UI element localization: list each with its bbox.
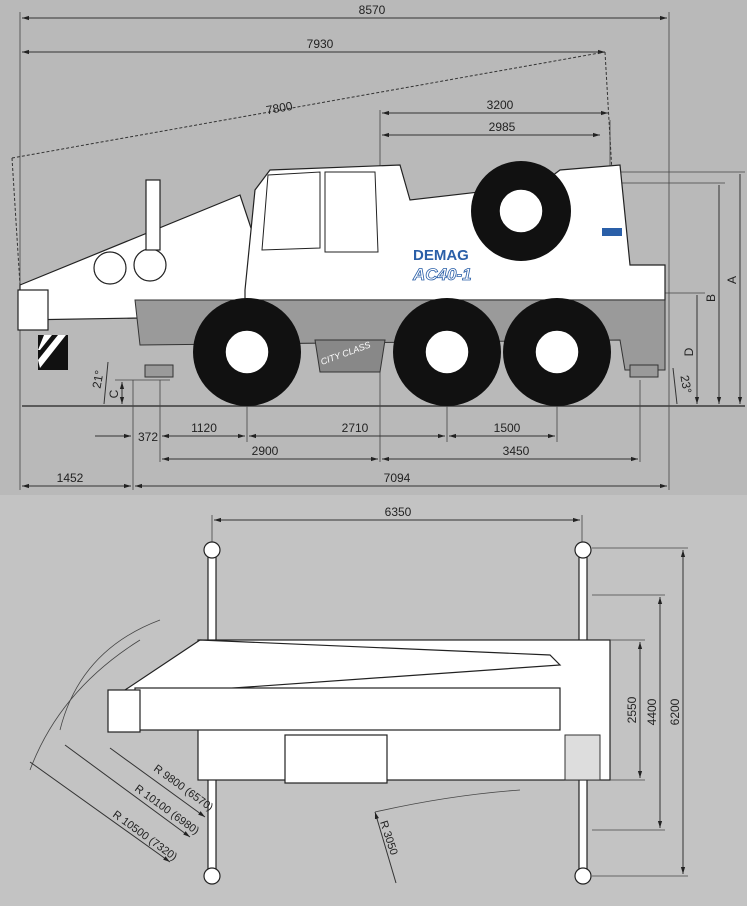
boom-main <box>134 687 561 731</box>
dim-3450: 3450 <box>503 444 530 458</box>
brand-logo: DEMAG <box>413 247 469 264</box>
dim-boom-length: 7800 <box>265 99 294 117</box>
dim-2550: 2550 <box>625 696 639 723</box>
dim-rear-a: 3200 <box>487 98 514 112</box>
dim-overall-length: 8570 <box>359 3 386 17</box>
model-logo: AC40-1 <box>412 265 472 284</box>
rear-outrigger-pad <box>629 364 659 378</box>
dim-4400: 4400 <box>645 698 659 725</box>
dim-to-boom-tip: 7930 <box>307 37 334 51</box>
height-d-label: D <box>682 347 696 356</box>
departure-angle: 23° <box>677 374 694 395</box>
dim-1452: 1452 <box>57 471 84 485</box>
warning-stripes <box>38 335 68 370</box>
dim-6350: 6350 <box>385 505 412 519</box>
height-a-label: A <box>725 276 739 284</box>
dim-7094: 7094 <box>384 471 411 485</box>
height-c-label: C <box>107 389 121 398</box>
dim-rear-b: 2985 <box>489 120 516 134</box>
dim-372: 372 <box>138 430 158 444</box>
dim-6200: 6200 <box>668 698 682 725</box>
front-outrigger-pad <box>144 364 174 378</box>
dim-1120: 1120 <box>191 421 217 435</box>
side-view: 8570 7930 7800 3200 2985 A B D 23° C 21° <box>11 3 745 490</box>
height-b-label: B <box>704 294 718 302</box>
dim-2900: 2900 <box>252 444 279 458</box>
dim-1500: 1500 <box>494 421 521 435</box>
dim-2710: 2710 <box>342 421 369 435</box>
wheels <box>193 298 611 406</box>
approach-angle: 21° <box>90 369 107 390</box>
